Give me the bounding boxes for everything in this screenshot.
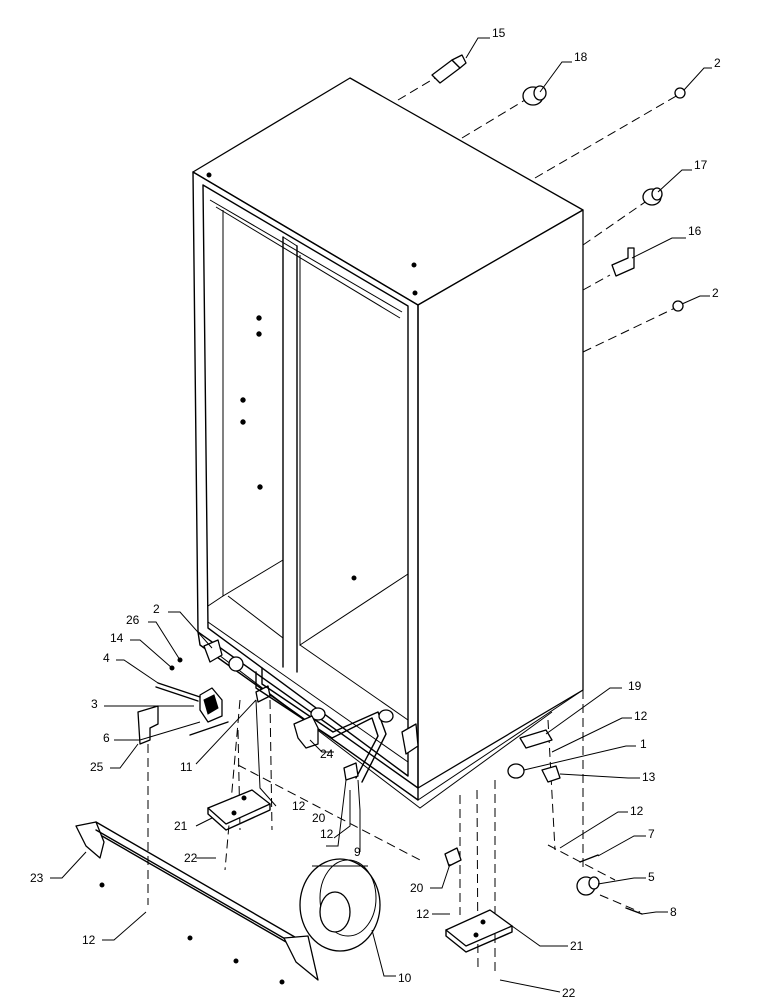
callout-13: 13 (642, 770, 656, 784)
part-21-mounting-plate-left (207, 789, 271, 831)
part-3-hinge (199, 687, 223, 723)
part-21-mounting-plate-right (445, 909, 513, 953)
part-2-bracket-bottom (203, 639, 244, 672)
callout-1: 1 (640, 737, 647, 751)
part-20-clip-center (343, 762, 359, 781)
part-24-bracket (293, 715, 319, 749)
part-7-screw (579, 854, 599, 863)
callout-18: 18 (574, 50, 588, 64)
callout-20: 20 (410, 881, 424, 895)
callout-4: 4 (103, 651, 110, 665)
part-5-roller (576, 876, 600, 896)
callout-22: 22 (562, 986, 576, 1000)
part-2-screw-top (674, 87, 686, 99)
callout-5: 5 (648, 870, 655, 884)
part-19-bracket (519, 729, 553, 749)
part-8-screw (625, 907, 643, 915)
callout-14: 14 (110, 631, 124, 645)
callout-9: 9 (354, 845, 361, 859)
callout-25: 25 (90, 760, 104, 774)
callout-10: 10 (398, 971, 412, 985)
callout-2: 2 (153, 602, 160, 616)
callout-2: 2 (712, 286, 719, 300)
part-15-roller-pin (431, 54, 467, 84)
part-leveling-leg-center (310, 707, 394, 723)
callout-6: 6 (103, 731, 110, 745)
callout-12: 12 (320, 827, 334, 841)
callout-20: 20 (312, 811, 326, 825)
callout-12: 12 (634, 709, 648, 723)
part-1-leveling-leg (507, 763, 525, 779)
callout-21: 21 (174, 819, 188, 833)
part-16-hinge-bracket (611, 247, 635, 277)
callout-16: 16 (688, 224, 702, 238)
callout-12: 12 (416, 907, 430, 921)
part-4-hinge-pin (155, 682, 201, 702)
callout-7: 7 (648, 827, 655, 841)
callout-12: 12 (82, 933, 96, 947)
callout-3: 3 (91, 697, 98, 711)
part-23-toe-grille (75, 821, 319, 985)
part-13-cap (541, 765, 561, 783)
callout-12: 12 (292, 799, 306, 813)
callout-21: 21 (570, 939, 584, 953)
callout-12: 12 (630, 804, 644, 818)
callout-leaders (50, 37, 712, 993)
callout-24: 24 (320, 747, 334, 761)
part-10-drain-pan (299, 858, 381, 952)
part-right-hinge-bracket (401, 723, 419, 755)
part-2-screw-middle (672, 300, 684, 312)
part-20-clip-right (444, 847, 462, 867)
callout-19: 19 (628, 679, 642, 693)
callout-11: 11 (180, 760, 193, 774)
part-25-bracket (137, 705, 159, 745)
callout-23: 23 (30, 871, 44, 885)
refrigerator-cabinet (192, 77, 584, 809)
part-18-bushing (522, 85, 547, 106)
callout-17: 17 (694, 158, 708, 172)
assembly-dash-lines (147, 74, 679, 975)
part-6-spacer (189, 721, 229, 736)
callout-2: 2 (714, 56, 721, 70)
part-9-drain-tube (255, 667, 387, 783)
part-11-clip (255, 685, 271, 703)
callout-22: 22 (184, 851, 198, 865)
callout-labels: 15 18 2 17 16 2 2 26 14 4 3 6 25 11 24 1… (30, 26, 721, 1000)
callout-8: 8 (670, 905, 677, 919)
callout-26: 26 (126, 613, 140, 627)
callout-15: 15 (492, 26, 506, 40)
